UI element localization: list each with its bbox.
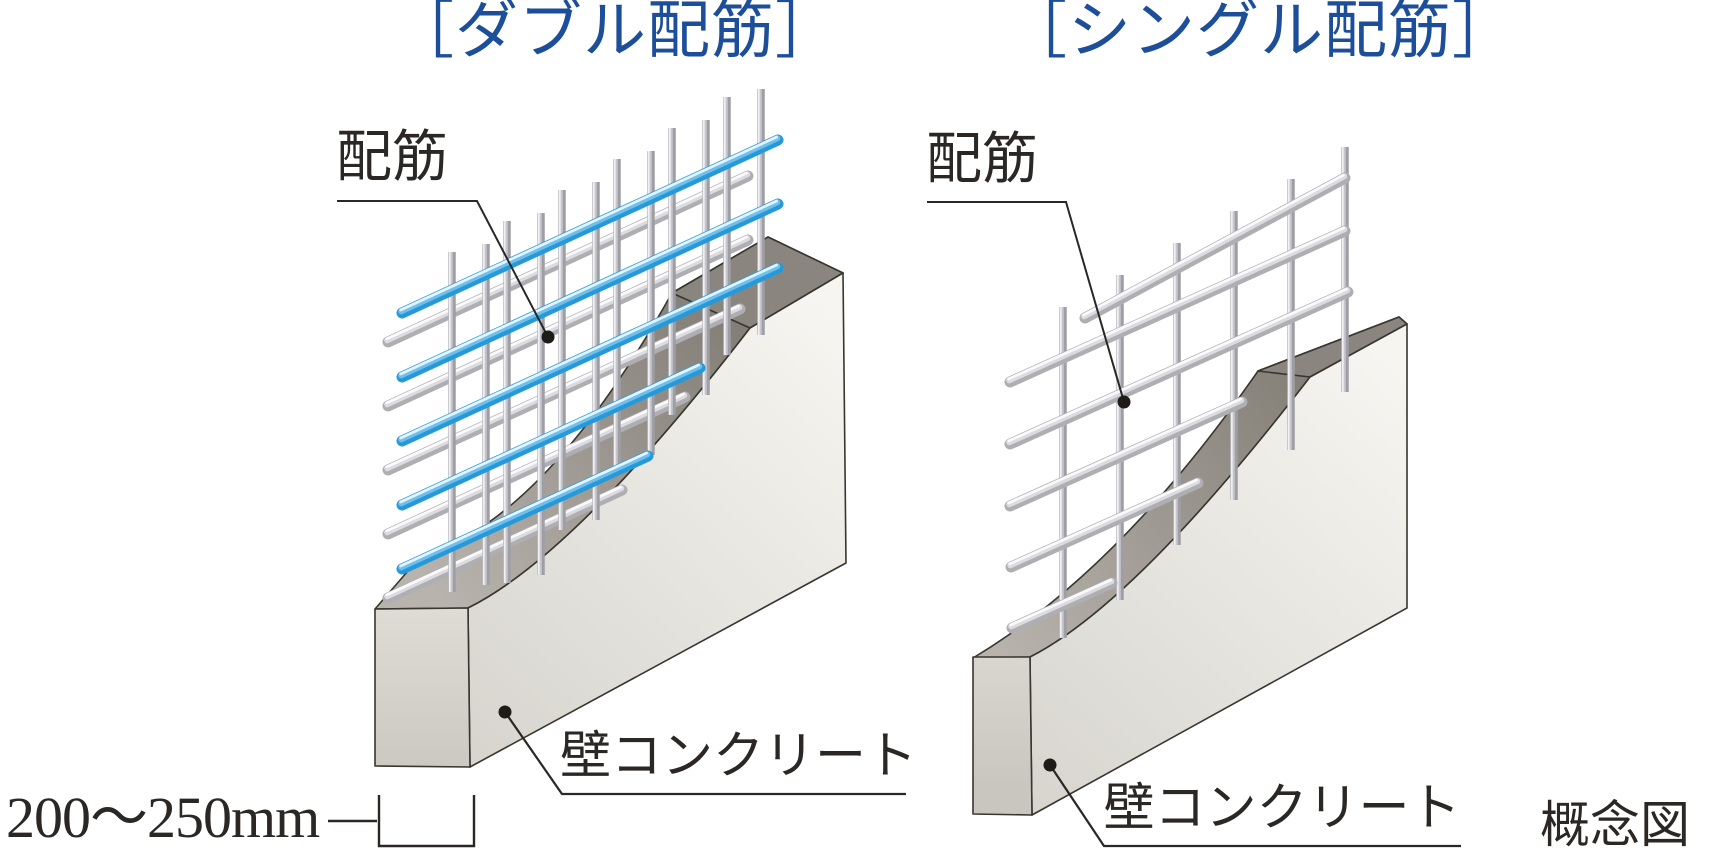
leader-dots (498, 330, 1131, 772)
rebar-back-rail (385, 171, 748, 341)
left-wall-end-face (374, 607, 471, 768)
rebar-rail (1082, 173, 1345, 317)
leader-dot-wall-left (498, 705, 512, 719)
leader-line-rebar-left (337, 200, 549, 338)
right-wall-end-face (972, 656, 1033, 816)
leader-dot-rebar-right (1117, 395, 1131, 409)
left-diagram-title: ［ダブル配筋］ (391, 0, 839, 66)
rebar-back-rail (385, 392, 685, 533)
rebar-front-rail-blue (398, 135, 781, 315)
thickness-dimension-label: 200〜250mm (6, 785, 320, 850)
rebar-rail (1009, 578, 1112, 627)
rebar-rail (1081, 173, 1348, 320)
rebar-rail (1006, 226, 1348, 384)
right-wall-front-face (1029, 323, 1408, 816)
rebar-rail (1007, 397, 1242, 505)
rebar-front-rail-blue (398, 451, 651, 571)
rebar-front-rail-blue (398, 263, 781, 443)
rebar-back-rail (385, 235, 748, 405)
rebar-back-rail (384, 235, 751, 408)
left-rebar-label: 配筋 (336, 127, 448, 189)
rebar-front-rail-blue (398, 199, 781, 379)
annotation-lines (328, 200, 1461, 848)
rebar-back-rail (384, 392, 688, 536)
rebar-rail (1008, 578, 1115, 630)
rebar-front-rail-blue (399, 199, 778, 376)
rebar-front-rail-blue (399, 263, 778, 440)
rebar-front-rail-blue (398, 363, 703, 507)
footnote-conceptual-diagram: 概念図 (1540, 797, 1690, 853)
leader-line-wall-left (504, 711, 906, 796)
rebar-rail (1008, 478, 1198, 566)
right-rebar-label: 配筋 (926, 129, 1038, 191)
thickness-dimension-bracket (328, 795, 476, 848)
rebar-rail (1006, 397, 1245, 508)
leader-dot-rebar-left (541, 330, 555, 344)
right-rebar-grid (1004, 147, 1354, 638)
left-rebar-grid (382, 89, 784, 604)
rebar-rail (1006, 287, 1351, 446)
rebar-rail (1007, 226, 1345, 381)
rebar-rail (1007, 287, 1348, 443)
left-wall-front-face (467, 272, 847, 768)
leader-dot-wall-right (1043, 758, 1057, 772)
rebar-front-rail-blue (399, 135, 778, 312)
rebar-rail (1007, 478, 1201, 569)
rebar-back-rail (384, 171, 751, 344)
rebar-front-rail-blue (399, 363, 700, 504)
leader-line-rebar-right (927, 201, 1125, 403)
left-wall-label: 壁コンクリート (560, 729, 918, 785)
right-diagram-title: ［シングル配筋］ (1004, 0, 1516, 66)
right-wall-label: 壁コンクリート (1103, 781, 1461, 837)
rebar-front-rail-blue (399, 451, 648, 568)
leader-line-wall-right (1049, 764, 1461, 848)
